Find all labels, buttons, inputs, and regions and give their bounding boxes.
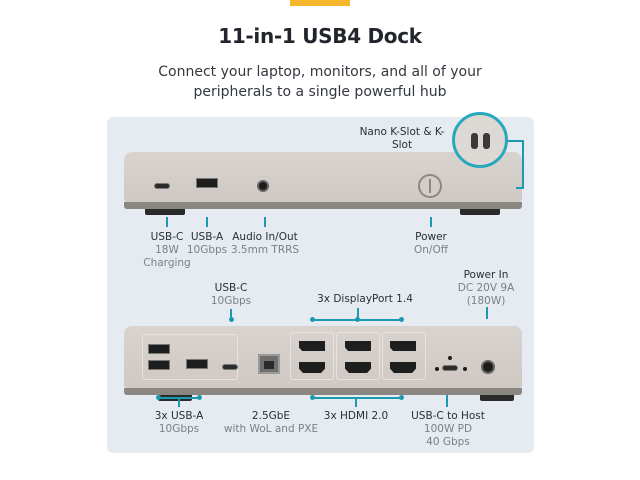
displayport-icon (345, 341, 371, 351)
led-indicator-icon (463, 367, 467, 371)
callout-dot (310, 317, 315, 322)
label-usb-c-front: USB-C 18W Charging (143, 231, 191, 269)
label-power-in: Power In DC 20V 9A (180W) (457, 269, 515, 307)
hdmi-port-icon (299, 362, 325, 373)
led-indicator-icon (448, 356, 452, 360)
dc-power-jack-icon (481, 360, 495, 374)
nano-k-slot-icon (483, 133, 490, 149)
k-slot-icon (471, 133, 478, 149)
label-usb-a-rear: 3x USB-A 10Gbps (154, 410, 204, 435)
accent-bar (290, 0, 350, 6)
subtitle-line-1: Connect your laptop, monitors, and all o… (158, 64, 482, 80)
subtitle-line-2: peripherals to a single powerful hub (193, 84, 447, 100)
callout-dot (197, 395, 202, 400)
dock-foot (480, 395, 514, 401)
callout-line (430, 217, 432, 227)
callout-dot (355, 317, 360, 322)
callout-line (357, 308, 359, 320)
led-indicator-icon (435, 367, 439, 371)
callout-line (486, 307, 488, 319)
callout-dot (229, 317, 234, 322)
callout-dot (156, 395, 161, 400)
label-audio: Audio In/Out 3.5mm TRRS (230, 231, 300, 256)
displayport-icon (299, 341, 325, 351)
callout-line (446, 395, 448, 407)
label-usb-a-front: USB-A 10Gbps (186, 231, 228, 256)
ethernet-port-icon (258, 354, 280, 374)
dock-foot (145, 209, 185, 215)
callout-line (230, 309, 232, 319)
callout-line (178, 397, 180, 407)
callout-dot (399, 395, 404, 400)
audio-jack-icon (257, 180, 269, 192)
power-button-icon (418, 174, 442, 198)
usb-group-box (142, 334, 238, 380)
displayport-icon (390, 341, 416, 351)
usb-a-port-icon (148, 360, 170, 370)
page-subtitle: Connect your laptop, monitors, and all o… (0, 62, 640, 102)
dock-rear-view (124, 326, 522, 395)
label-k-slot: Nano K-Slot & K-Slot (359, 126, 445, 151)
usb-a-port-icon (186, 359, 208, 369)
callout-line (166, 217, 168, 227)
page-title: 11-in-1 USB4 Dock (218, 24, 422, 48)
usb-c-port-icon (222, 364, 238, 370)
usb-a-port-icon (196, 178, 218, 188)
dock-base (124, 388, 522, 395)
callout-line (516, 187, 524, 189)
dock-front-view (124, 152, 522, 209)
hdmi-port-icon (345, 362, 371, 373)
callout-dot (310, 395, 315, 400)
callout-dot (399, 317, 404, 322)
callout-line (355, 397, 357, 407)
usb-c-port-icon (154, 183, 170, 189)
callout-line (206, 217, 208, 227)
dock-base (124, 202, 522, 209)
k-slot-zoom-icon (452, 112, 508, 168)
callout-line (508, 140, 524, 142)
dock-foot (460, 209, 500, 215)
label-hdmi: 3x HDMI 2.0 (323, 410, 389, 422)
callout-line (522, 140, 524, 188)
label-power-button: Power On/Off (414, 231, 448, 256)
label-ethernet: 2.5GbE with WoL and PXE (223, 410, 319, 435)
label-displayport: 3x DisplayPort 1.4 (317, 293, 413, 305)
hdmi-port-icon (390, 362, 416, 373)
label-usb-c-host: USB-C to Host 100W PD 40 Gbps (411, 410, 485, 448)
usb-c-host-port-icon (442, 365, 458, 371)
display-group-box (336, 332, 380, 380)
callout-line (312, 397, 402, 399)
usb-a-port-icon (148, 344, 170, 354)
display-group-box (290, 332, 334, 380)
display-group-box (382, 332, 426, 380)
label-usb-c-rear: USB-C 10Gbps (210, 282, 252, 307)
callout-line (264, 217, 266, 227)
